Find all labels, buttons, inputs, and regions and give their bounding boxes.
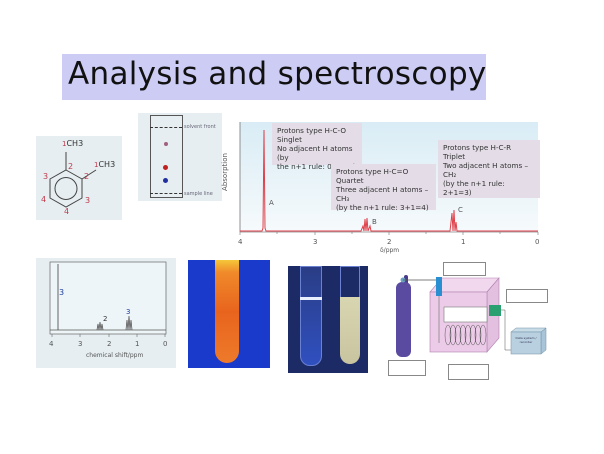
- peak-label-a: A: [269, 199, 274, 207]
- tlc-spot: [163, 178, 168, 183]
- page-title: Analysis and spectroscopy: [68, 56, 487, 92]
- precipitate-test-tube: [340, 297, 360, 364]
- peak-label: 3: [126, 308, 131, 316]
- blank-label-box-right[interactable]: [506, 289, 548, 303]
- tlc-plate-panel: solvent front sample line: [138, 113, 222, 201]
- x-axis-label: chemical shift/ppm: [86, 352, 144, 359]
- peak-label-c: C: [458, 206, 463, 214]
- x-tick: 2: [387, 238, 392, 246]
- carbon-label: 2: [68, 162, 74, 171]
- x-tick: 0: [163, 340, 168, 348]
- detector-label: Data system / recorder: [515, 336, 537, 344]
- x-axis-label: δ/ppm: [380, 247, 400, 254]
- tlc-spot: [163, 165, 168, 170]
- carbon-label: 3: [43, 172, 49, 181]
- small-spectrum-plot: [49, 261, 167, 337]
- molecule-structure: 1CH3 1CH3 2 2 3 3 4 4: [36, 136, 122, 220]
- peak-label-b: B: [372, 218, 377, 226]
- peak-label: 3: [59, 288, 65, 297]
- spectrum-plot: [239, 122, 539, 235]
- x-tick: 3: [313, 238, 318, 246]
- blank-label-box-bottom[interactable]: [448, 364, 489, 380]
- x-tick: 4: [49, 340, 54, 348]
- solvent-front-line: [150, 127, 182, 128]
- sample-line: [150, 193, 182, 194]
- methyl-top-label: 1CH3: [62, 139, 84, 148]
- precipitate-tube-top: [340, 266, 360, 297]
- carbon-label: 2: [84, 172, 90, 181]
- instrument-schematic: [396, 275, 547, 357]
- solvent-front-label: solvent front: [184, 124, 216, 130]
- test-tube: [215, 260, 239, 363]
- two-test-tubes-photo: [288, 266, 368, 373]
- x-tick: 0: [535, 238, 540, 246]
- title-banner: Analysis and spectroscopy: [62, 54, 486, 100]
- instrument-diagram: Data system / recorder: [386, 258, 551, 383]
- sample-line-label: sample line: [184, 191, 213, 197]
- x-tick: 2: [107, 340, 112, 348]
- blank-label-box-top[interactable]: [443, 262, 486, 276]
- carbon-label: 4: [41, 195, 47, 204]
- blank-label-box-bottom-left[interactable]: [388, 360, 426, 376]
- x-tick: 4: [238, 238, 243, 246]
- peak-label: 2: [103, 315, 108, 323]
- x-tick: 1: [135, 340, 140, 348]
- nmr-spectrum-small: 3 2 3 4 3 2 1 0 chemical shift/ppm: [36, 258, 176, 368]
- carbon-label: 4: [64, 207, 70, 216]
- nmr-spectrum-main: Absorption A B C 4 3 2 1 0 δ/ppm Protons…: [221, 118, 548, 258]
- methyl-right-label: 1CH3: [94, 160, 116, 169]
- carbon-label: 3: [85, 196, 91, 205]
- clear-test-tube: [300, 266, 322, 366]
- tlc-plate: [150, 115, 183, 198]
- tlc-spot: [164, 142, 168, 146]
- orange-test-tube-photo: [188, 260, 270, 368]
- liquid-meniscus: [300, 297, 322, 300]
- x-tick: 3: [78, 340, 83, 348]
- x-tick: 1: [461, 238, 466, 246]
- dimethylbenzene-diagram: [49, 152, 97, 208]
